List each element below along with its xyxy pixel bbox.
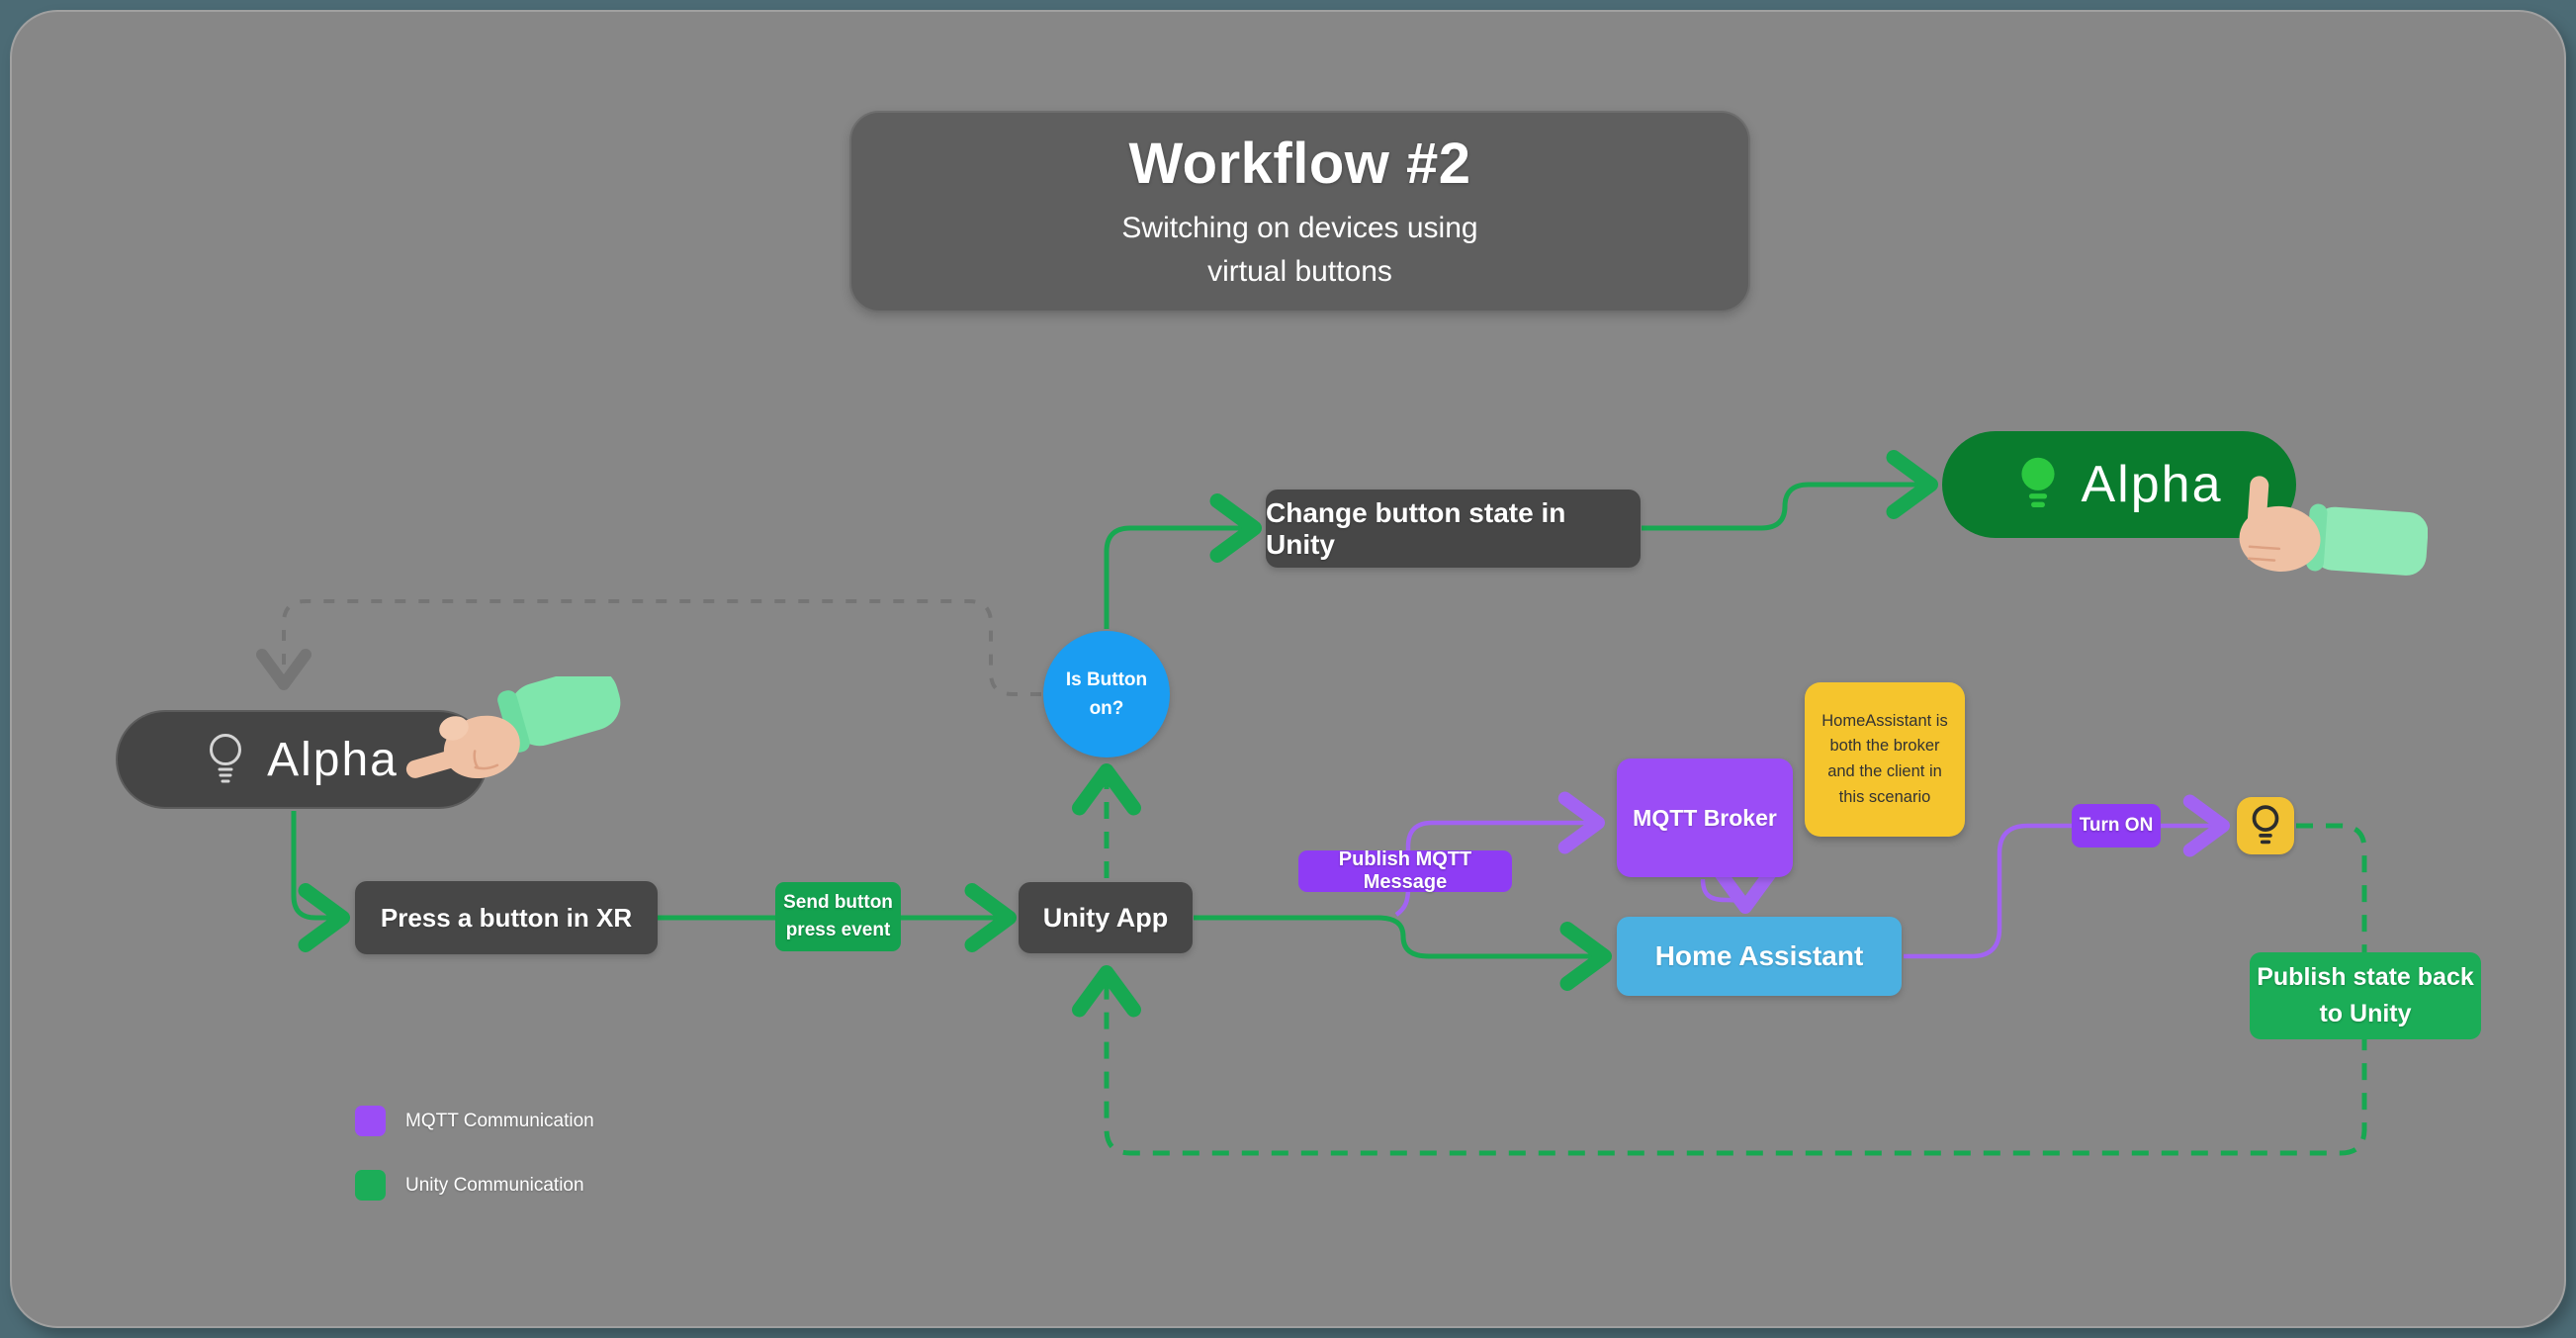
pointing-hand-illustration[interactable] <box>396 676 633 800</box>
node-press-button-xr[interactable]: Press a button in XR <box>355 881 658 954</box>
alpha-on-label: Alpha <box>2081 456 2223 513</box>
title-card[interactable]: Workflow #2 Switching on devices using v… <box>849 111 1750 312</box>
legend: MQTT Communication Unity Communication <box>355 1106 594 1201</box>
edge-label-send-button-press[interactable]: Send button press event <box>775 882 901 951</box>
edge-label-publish-mqtt[interactable]: Publish MQTT Message <box>1298 848 1512 893</box>
node-unity-app[interactable]: Unity App <box>1019 882 1193 953</box>
edge-branch-to-mqtt-broker[interactable] <box>1394 791 1605 917</box>
node-mqtt-broker[interactable]: MQTT Broker <box>1617 758 1793 877</box>
edge-alpha-off-to-press[interactable] <box>291 811 350 952</box>
edge-change-to-alpha-on[interactable] <box>1642 450 1938 531</box>
node-decision-is-button-on[interactable]: Is Button on? <box>1043 631 1170 758</box>
node-change-button-state[interactable]: Change button state in Unity <box>1266 490 1641 568</box>
legend-item-unity[interactable]: Unity Communication <box>355 1170 594 1201</box>
unity-color-swatch <box>355 1170 386 1201</box>
edge-device-back-to-unity-dashed[interactable] <box>1072 823 2367 1156</box>
lightbulb-on-icon[interactable] <box>2237 797 2294 854</box>
mqtt-color-swatch <box>355 1106 386 1136</box>
edge-decision-no-to-alpha-off[interactable] <box>256 599 1041 696</box>
lightbulb-outline-icon <box>210 734 242 783</box>
edge-unity-to-home-assistant[interactable] <box>1194 915 1612 991</box>
diagram-canvas: Workflow #2 Switching on devices using v… <box>10 10 2566 1328</box>
sticky-note[interactable]: HomeAssistant is both the broker and the… <box>1805 682 1965 837</box>
alpha-off-label: Alpha <box>267 733 399 786</box>
title-heading: Workflow #2 <box>1128 132 1471 196</box>
mqtt-broker-label: MQTT Broker <box>1633 804 1777 831</box>
edge-decision-yes-to-change[interactable] <box>1104 493 1262 629</box>
change-state-label: Change button state in Unity <box>1266 496 1566 560</box>
node-alpha-device-on[interactable]: Alpha <box>1942 431 2296 538</box>
unity-app-label: Unity App <box>1042 902 1169 933</box>
connectors-layer <box>256 450 2367 1156</box>
edge-mqtt-broker-to-home-assistant[interactable] <box>1700 866 1777 914</box>
edge-label-turn-on[interactable]: Turn ON <box>2072 804 2161 847</box>
node-home-assistant[interactable]: Home Assistant <box>1617 917 1902 996</box>
lightbulb-filled-icon <box>2020 457 2055 507</box>
title-subtitle: Switching on devices using virtual butto… <box>1121 212 1478 288</box>
press-button-label: Press a button in XR <box>380 902 633 933</box>
thumbs-up-hand-illustration[interactable] <box>2225 475 2428 593</box>
home-assistant-label: Home Assistant <box>1654 940 1864 971</box>
edge-home-assistant-to-device[interactable] <box>1904 794 2230 959</box>
edge-label-publish-state-back[interactable]: Publish state back to Unity <box>2250 952 2481 1039</box>
legend-item-mqtt[interactable]: MQTT Communication <box>355 1106 594 1136</box>
